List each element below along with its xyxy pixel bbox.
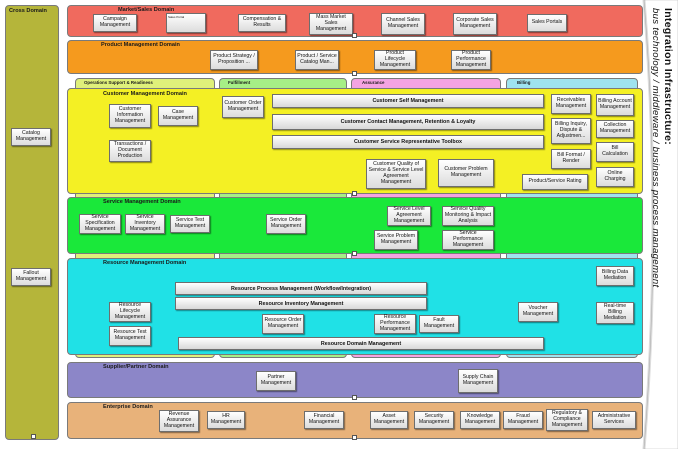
- customer-self-management-bar[interactable]: Customer Self Management: [272, 94, 544, 108]
- area-assurance-title: Assurance: [362, 80, 385, 85]
- service-order-box[interactable]: Service Order Management: [266, 214, 306, 234]
- receivables-box[interactable]: Receivables Management: [551, 94, 591, 114]
- product-rating-box[interactable]: Product/Service Rating: [522, 174, 588, 190]
- regulatory-compliance-box[interactable]: Regulatory & Compliance Management: [546, 409, 588, 431]
- service-level-agreement-box[interactable]: Service Level Agreement Management: [387, 206, 431, 226]
- product-domain-title: Product Management Domain: [101, 42, 180, 48]
- service-inventory-box[interactable]: Service Inventory Management: [125, 214, 165, 234]
- product-performance-box[interactable]: Product Performance Management: [451, 50, 491, 70]
- product-lifecycle-box[interactable]: Product Lifecycle Management: [374, 50, 416, 70]
- security-management-box[interactable]: Security Management: [414, 411, 454, 429]
- customer-domain-title: Customer Management Domain: [103, 91, 187, 97]
- billing-data-mediation-box[interactable]: Billing Data Mediation: [596, 266, 634, 286]
- service-domain-title: Service Management Domain: [103, 199, 181, 205]
- resource-domain-management-bar[interactable]: Resource Domain Management: [178, 337, 544, 350]
- revenue-assurance-box[interactable]: Revenue Assurance Management: [159, 410, 199, 432]
- transactions-document-box[interactable]: Transactions / Document Production: [109, 140, 151, 162]
- resource-lifecycle-box[interactable]: Resource Lifecycle Management: [109, 302, 151, 322]
- integration-arc: [642, 0, 678, 449]
- resource-performance-box[interactable]: Resource Performance Management: [374, 314, 416, 334]
- supplier-partner-domain: Supplier/Partner Domain: [67, 362, 643, 398]
- realtime-billing-mediation-box[interactable]: Real-time Billing Mediation: [596, 302, 634, 324]
- csr-toolbox-bar[interactable]: Customer Service Representative Toolbox: [272, 135, 544, 149]
- customer-contact-management-bar[interactable]: Customer Contact Management, Retention &…: [272, 114, 544, 130]
- resource-process-bar[interactable]: Resource Process Management (Workflow/In…: [175, 282, 427, 295]
- marker: [352, 395, 357, 400]
- market-sales-domain-title: Market/Sales Domain: [118, 7, 175, 13]
- fault-management-box[interactable]: Fault Management: [419, 315, 459, 333]
- resource-test-box[interactable]: Resource Test Management: [109, 326, 151, 346]
- marker: [352, 435, 357, 440]
- sales-portals-box[interactable]: Sales Portals: [527, 14, 567, 32]
- marker: [352, 251, 357, 256]
- marker: [352, 191, 357, 196]
- area-fulfillment-title: Fulfillment: [228, 80, 251, 85]
- marker: [31, 434, 36, 439]
- supply-chain-box[interactable]: Supply Chain Management: [458, 369, 498, 393]
- fraud-management-box[interactable]: Fraud Management: [503, 411, 543, 429]
- catalog-management-box[interactable]: Catalog Management: [11, 128, 51, 146]
- resource-inventory-bar[interactable]: Resource Inventory Management: [175, 297, 427, 310]
- billing-account-box[interactable]: Billing Account Management: [596, 94, 634, 116]
- product-domain: Product Management Domain: [67, 40, 643, 74]
- product-strategy-box[interactable]: Product Strategy / Proposition ...: [210, 50, 258, 70]
- bill-format-box[interactable]: Bill Format / Render: [551, 149, 591, 169]
- compensation-results-box[interactable]: Compensation & Results: [238, 14, 286, 32]
- resource-domain-title: Resource Management Domain: [103, 260, 187, 266]
- enterprise-domain-title: Enterprise Domain: [103, 404, 153, 410]
- service-test-box[interactable]: Service Test Management: [170, 215, 210, 233]
- service-quality-monitoring-box[interactable]: Service Quality Monitoring & Impact Anal…: [442, 206, 494, 226]
- customer-quality-sla-box[interactable]: Customer Quality of Service & Service Le…: [366, 159, 426, 189]
- sales-portal-box[interactable]: Sales Portal: [166, 13, 206, 33]
- administrative-services-box[interactable]: Administrative Services: [592, 411, 636, 429]
- voucher-management-box[interactable]: Voucher Management: [518, 302, 558, 322]
- supplier-partner-domain-title: Supplier/Partner Domain: [103, 364, 169, 370]
- collection-management-box[interactable]: Collection Management: [596, 120, 634, 138]
- channel-sales-box[interactable]: Channel Sales Management: [381, 13, 425, 35]
- asset-management-box[interactable]: Asset Management: [370, 411, 408, 429]
- cross-domain-title: Cross Domain: [9, 8, 47, 14]
- fallout-management-box[interactable]: Fallout Management: [11, 268, 51, 286]
- product-catalog-box[interactable]: Product / Service Catalog Man...: [295, 50, 339, 70]
- hr-management-box[interactable]: HR Management: [207, 411, 245, 429]
- online-charging-box[interactable]: Online Charging: [596, 167, 634, 187]
- area-billing-title: Billing: [517, 80, 531, 85]
- service-performance-box[interactable]: Service Performance Management: [442, 230, 494, 250]
- resource-order-box[interactable]: Resource Order Management: [262, 314, 304, 334]
- customer-problem-box[interactable]: Customer Problem Management: [438, 159, 494, 187]
- case-management-box[interactable]: Case Management: [158, 106, 198, 126]
- customer-order-box[interactable]: Customer Order Management: [222, 96, 264, 118]
- marker: [352, 33, 357, 38]
- bill-calculation-box[interactable]: Bill Calculation: [596, 142, 634, 162]
- service-specification-box[interactable]: Service Specification Management: [79, 214, 121, 234]
- corporate-sales-box[interactable]: Corporate Sales Management: [453, 13, 497, 35]
- campaign-management-box[interactable]: Campaign Management: [93, 14, 137, 32]
- knowledge-management-box[interactable]: Knowledge Management: [460, 411, 500, 429]
- area-operations-support-title: Operations Support & Readiness: [84, 80, 153, 85]
- cross-domain: Cross Domain: [5, 5, 59, 440]
- mass-market-sales-box[interactable]: Mass Market Sales Management: [309, 13, 353, 35]
- partner-management-box[interactable]: Partner Management: [256, 371, 296, 391]
- service-problem-box[interactable]: Service Problem Management: [374, 230, 418, 250]
- billing-inquiry-box[interactable]: Billing Inquiry, Dispute & Adjustmen...: [551, 118, 591, 144]
- integration-infrastructure-label: Integration Infrastructure: bus technolo…: [650, 4, 678, 444]
- financial-management-box[interactable]: Financial Management: [304, 411, 344, 429]
- marker: [352, 71, 357, 76]
- integration-subtitle: bus technology / middleware / business p…: [650, 8, 661, 288]
- customer-information-box[interactable]: Customer Information Management: [109, 104, 151, 128]
